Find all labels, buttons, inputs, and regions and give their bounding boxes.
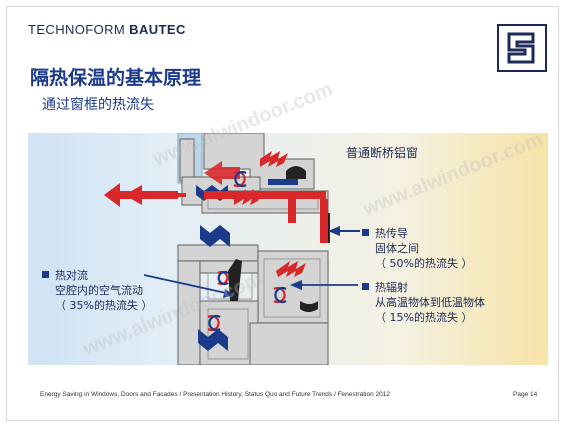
brand-bold: BAUTEC [129, 22, 186, 37]
conduction-line1: 固体之间 [375, 242, 419, 255]
convection-title-row: 热对流 [42, 268, 152, 283]
footer-text: Energy Saving in Windows, Doors and Faca… [40, 391, 390, 398]
technoform-logo-icon [497, 24, 547, 72]
radiation-line2: （ 15%的热流失 ） [375, 311, 473, 324]
conduction-bullet-icon [362, 229, 369, 236]
slide-border [6, 6, 559, 421]
brand-regular: TECHNOFORM [28, 22, 130, 37]
conduction-line2: （ 50%的热流失 ） [375, 257, 473, 270]
convection-arrows [207, 170, 287, 332]
conduction-title-row: 热传导 [362, 226, 472, 241]
conduction-label: 热传导 固体之间 （ 50%的热流失 ） [362, 226, 472, 271]
convection-title: 热对流 [55, 269, 88, 282]
radiation-label: 热辐射 从高温物体到低温物体 （ 15%的热流失 ） [362, 280, 485, 325]
brand-wordmark: TECHNOFORM BAUTEC [28, 22, 186, 37]
heat-flow-arrow [104, 183, 178, 207]
page-number: Page 14 [513, 391, 538, 398]
radiation-bullet-icon [362, 283, 369, 290]
convection-label: 热对流 空腔内的空气流动 （ 35%的热流失 ） [42, 268, 152, 313]
conduction-path [124, 161, 328, 243]
window-frame-diagram [104, 133, 360, 365]
gaskets [228, 166, 330, 312]
slide-subtitle: 通过窗框的热流失 [42, 97, 154, 113]
slide-title: 隔热保温的基本原理 [30, 67, 202, 89]
radiation-line1: 从高温物体到低温物体 [375, 296, 485, 309]
radiation-title: 热辐射 [375, 281, 408, 294]
convection-line1: 空腔内的空气流动 [55, 284, 143, 297]
convection-bullet-icon [42, 271, 49, 278]
conduction-title: 热传导 [375, 227, 408, 240]
label-pointers [143, 226, 360, 298]
window-type-label: 普通断桥铝窗 [346, 146, 419, 160]
radiation-zigzags [234, 151, 306, 277]
radiation-title-row: 热辐射 [362, 280, 485, 295]
convection-line2: （ 35%的热流失 ） [55, 299, 153, 312]
